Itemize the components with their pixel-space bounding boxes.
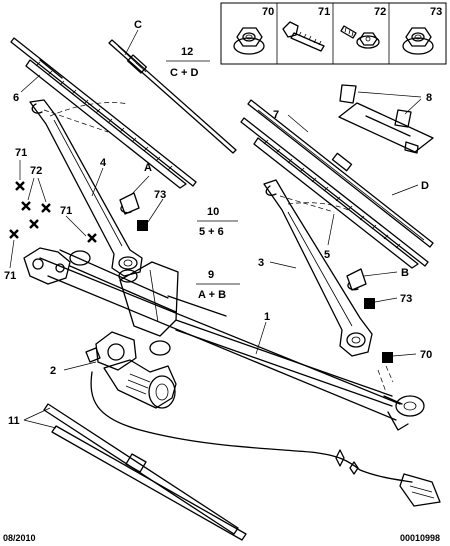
callout-2: 2 xyxy=(50,365,56,377)
leader-d xyxy=(391,184,419,196)
callout-b: B xyxy=(401,267,409,279)
leader-8a xyxy=(357,91,422,98)
leader-c xyxy=(124,29,139,56)
callout-73-lower: 73 xyxy=(400,293,412,305)
wiper-motor-2 xyxy=(85,331,177,409)
blade-rubber-set-11 xyxy=(43,403,247,541)
wiper-blade-d xyxy=(247,99,434,248)
group-9-formula: A + B xyxy=(198,289,226,301)
fastener-markers xyxy=(9,181,97,243)
group-9: 9 A + B xyxy=(196,269,240,301)
callout-71-mid: 71 xyxy=(60,205,72,217)
leader-73-lower xyxy=(374,297,398,303)
leader-7 xyxy=(287,114,309,133)
linkage-frame-1 xyxy=(23,247,425,431)
callout-6: 6 xyxy=(13,92,19,104)
group-12-number: 12 xyxy=(181,46,193,58)
callout-11: 11 xyxy=(8,415,20,427)
clip-set-8 xyxy=(338,84,434,154)
callout-70: 70 xyxy=(420,349,432,361)
leader-4 xyxy=(91,167,104,197)
callout-8: 8 xyxy=(426,92,432,104)
callout-71-left: 71 xyxy=(15,147,27,159)
fastener-label-70: 70 xyxy=(262,6,274,18)
wiper-arm-5 xyxy=(263,179,373,357)
callout-72: 72 xyxy=(30,165,42,177)
group-10: 10 5 + 6 xyxy=(197,206,238,238)
nut-73-upper xyxy=(137,220,148,231)
callout-5: 5 xyxy=(324,249,330,261)
group-10-formula: 5 + 6 xyxy=(199,226,224,238)
flange-nut-icon xyxy=(233,27,265,55)
callout-1: 1 xyxy=(264,311,270,323)
wiper-blade-c xyxy=(108,39,237,154)
wiper-blade-6 xyxy=(10,37,197,189)
callout-a: A xyxy=(144,162,152,174)
leader-70 xyxy=(392,353,417,357)
leader-73-upper xyxy=(147,198,164,223)
bolt-icon xyxy=(282,21,325,52)
group-9-number: 9 xyxy=(208,269,214,281)
wiper-blade-7 xyxy=(240,117,429,269)
leader-6 xyxy=(20,74,41,93)
callout-4: 4 xyxy=(100,157,107,169)
nut-70 xyxy=(382,352,393,363)
callout-d: D xyxy=(421,180,429,192)
group-10-number: 10 xyxy=(207,206,219,218)
cap-a xyxy=(119,192,140,215)
wiper-arm-4 xyxy=(29,99,143,277)
leader-a xyxy=(130,175,150,196)
leader-8b xyxy=(404,98,422,115)
fastener-label-73: 73 xyxy=(430,6,442,18)
group-12: 12 C + D xyxy=(166,46,210,79)
leader-11b xyxy=(23,419,57,429)
cap-b xyxy=(346,268,367,291)
callout-3: 3 xyxy=(258,257,264,269)
callout-71-low: 71 xyxy=(4,270,16,282)
footer-date: 08/2010 xyxy=(3,533,36,543)
wiring-harness xyxy=(90,371,441,507)
callout-7: 7 xyxy=(273,109,279,121)
footer-reference: 00010998 xyxy=(400,533,440,543)
leader-b xyxy=(363,271,398,277)
fastener-label-71: 71 xyxy=(318,6,330,18)
leader-2 xyxy=(63,361,97,371)
screw-icon xyxy=(340,25,380,49)
leader-1 xyxy=(255,321,267,355)
fastener-label-72: 72 xyxy=(374,6,386,18)
group-12-formula: C + D xyxy=(170,67,198,79)
leader-5 xyxy=(327,213,335,246)
fasteners-box: 70 71 72 73 xyxy=(220,2,447,65)
flange-nut-icon xyxy=(402,27,434,55)
callout-73-upper: 73 xyxy=(154,189,166,201)
nut-73-lower xyxy=(364,298,375,309)
leader-3 xyxy=(269,261,297,269)
leader-11a xyxy=(23,407,51,421)
callout-c: C xyxy=(134,19,142,31)
